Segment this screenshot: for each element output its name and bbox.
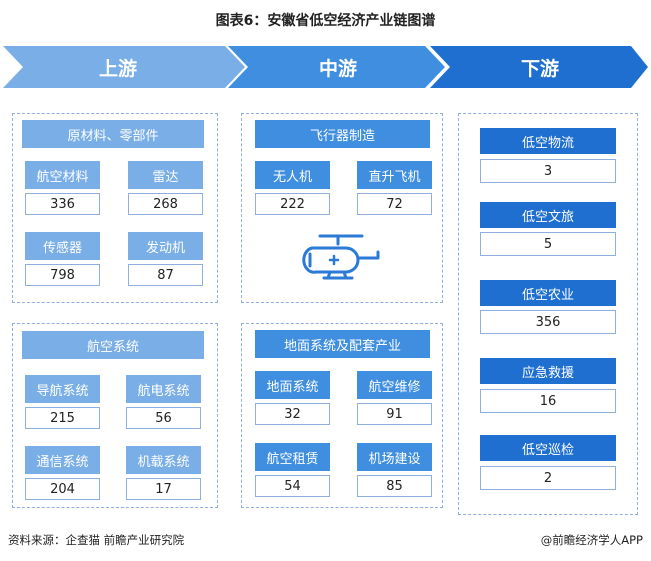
downstream-item-label: 低空文旅 — [480, 202, 616, 228]
material-item-label: 发动机 — [128, 232, 203, 260]
page-title: 图表6：安徽省低空经济产业链图谱 — [215, 13, 436, 29]
upstream-arrow — [3, 46, 245, 88]
material-item-value: 268 — [128, 193, 203, 215]
midstream-arrow — [228, 46, 445, 88]
ground-header: 地面系统及配套产业 — [255, 330, 430, 358]
ground-item-label: 机场建设 — [357, 443, 432, 471]
avionics-header: 航空系统 — [22, 331, 204, 359]
avionics-item-label: 航电系统 — [126, 375, 201, 403]
downstream-item-label: 低空物流 — [480, 128, 616, 154]
ground-item-value: 54 — [255, 475, 330, 497]
ground-item-label: 航空租赁 — [255, 443, 330, 471]
ground-item-value: 32 — [255, 403, 330, 425]
helicopter-icon — [302, 234, 380, 280]
brand-note: @前瞻经济学人APP — [540, 533, 643, 547]
ground-item-label: 航空维修 — [357, 371, 432, 399]
ground-item-label: 地面系统 — [255, 371, 330, 399]
downstream-item-label: 低空巡检 — [480, 435, 616, 461]
stage-downstream-label: 下游 — [520, 58, 559, 80]
avionics-item-label: 导航系统 — [25, 375, 100, 403]
aircraft-item-label: 无人机 — [255, 161, 330, 189]
material-item-value: 336 — [25, 193, 100, 215]
material-item-label: 雷达 — [128, 161, 203, 189]
downstream-arrow — [430, 46, 648, 88]
downstream-item-value: 16 — [480, 389, 616, 413]
downstream-item-value: 2 — [480, 466, 616, 490]
ground-item-value: 91 — [357, 403, 432, 425]
material-item-label: 传感器 — [25, 232, 100, 260]
avionics-item-label: 机载系统 — [126, 446, 201, 474]
downstream-item-value: 3 — [480, 159, 616, 183]
aircraft-item-label: 直升飞机 — [357, 161, 432, 189]
avionics-item-value: 215 — [25, 407, 100, 429]
downstream-item-label: 应急救援 — [480, 358, 616, 384]
aircraft-item-value: 222 — [255, 193, 330, 215]
source-note: 资料来源：企查猫 前瞻产业研究院 — [8, 533, 185, 547]
downstream-item-value: 5 — [480, 232, 616, 256]
aircraft-header: 飞行器制造 — [255, 120, 430, 148]
avionics-item-value: 56 — [126, 407, 201, 429]
ground-item-value: 85 — [357, 475, 432, 497]
downstream-item-label: 低空农业 — [480, 280, 616, 306]
avionics-item-value: 17 — [126, 478, 201, 500]
avionics-item-label: 通信系统 — [25, 446, 100, 474]
materials-header: 原材料、零部件 — [22, 120, 204, 148]
material-item-value: 798 — [25, 264, 100, 286]
avionics-item-value: 204 — [25, 478, 100, 500]
downstream-item-value: 356 — [480, 310, 616, 334]
stage-arrow-bar — [3, 46, 648, 88]
material-item-value: 87 — [128, 264, 203, 286]
aircraft-item-value: 72 — [357, 193, 432, 215]
stage-midstream-label: 中游 — [318, 58, 357, 80]
stage-upstream-label: 上游 — [98, 58, 137, 80]
material-item-label: 航空材料 — [25, 161, 100, 189]
